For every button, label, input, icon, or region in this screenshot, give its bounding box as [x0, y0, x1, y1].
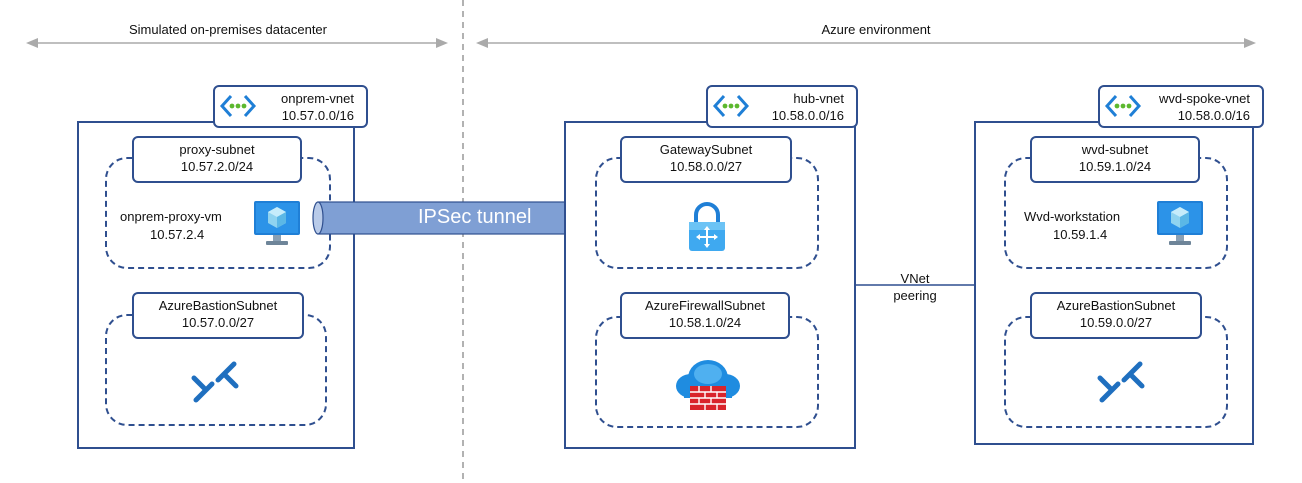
bastion-icon	[190, 358, 240, 411]
azure-region-label: Azure environment	[821, 22, 931, 37]
azure-span-arrow	[476, 38, 1256, 48]
wvd-workstation-name: Wvd-workstation	[1024, 209, 1121, 224]
virtual-machine-icon	[252, 199, 302, 254]
vnet-icon	[219, 93, 257, 123]
onprem-region-label: Simulated on-premises datacenter	[129, 22, 327, 37]
vnet-icon	[712, 93, 750, 123]
onprem-proxy-vm-name: onprem-proxy-vm	[120, 209, 222, 224]
onprem-bastion-subnet-tag: AzureBastionSubnet 10.57.0.0/27	[132, 292, 304, 339]
spoke-vnet-name: wvd-spoke-vnet	[1158, 91, 1250, 106]
onprem-vnet-cidr: 10.57.0.0/16	[281, 108, 354, 123]
firewall-icon	[674, 352, 742, 417]
bastion-icon	[1096, 358, 1146, 411]
hub-vnet-tag: hub-vnet 10.58.0.0/16	[706, 85, 858, 128]
onprem-proxy-vm-ip: 10.57.2.4	[150, 227, 205, 242]
vpn-gateway-icon	[686, 201, 728, 258]
virtual-machine-icon	[1155, 199, 1205, 254]
proxy-subnet-tag: proxy-subnet 10.57.2.0/24	[132, 136, 302, 183]
spoke-vnet-tag: wvd-spoke-vnet 10.58.0.0/16	[1098, 85, 1264, 128]
vnet-icon	[1104, 93, 1142, 123]
spoke-bastion-subnet-name: AzureBastionSubnet	[1056, 298, 1176, 313]
firewall-subnet-name: AzureFirewallSubnet	[645, 298, 765, 313]
onprem-vnet-tag: onprem-vnet 10.57.0.0/16	[213, 85, 368, 128]
proxy-subnet-name: proxy-subnet	[179, 142, 255, 157]
proxy-subnet-cidr: 10.57.2.0/24	[180, 159, 254, 174]
spoke-vnet-cidr: 10.58.0.0/16	[1177, 108, 1250, 123]
gateway-subnet-tag: GatewaySubnet 10.58.0.0/27	[620, 136, 792, 183]
hub-vnet-name: hub-vnet	[793, 91, 844, 106]
firewall-subnet-tag: AzureFirewallSubnet 10.58.1.0/24	[620, 292, 790, 339]
spoke-bastion-subnet-cidr: 10.59.0.0/27	[1079, 315, 1153, 330]
firewall-subnet-cidr: 10.58.1.0/24	[668, 315, 742, 330]
hub-vnet-cidr: 10.58.0.0/16	[771, 108, 844, 123]
onprem-bastion-subnet-cidr: 10.57.0.0/27	[181, 315, 255, 330]
onprem-vnet-name: onprem-vnet	[281, 91, 354, 106]
wvd-subnet-name: wvd-subnet	[1081, 142, 1149, 157]
wvd-subnet-tag: wvd-subnet 10.59.1.0/24	[1030, 136, 1200, 183]
onprem-span-arrow	[26, 38, 448, 48]
spoke-bastion-subnet-tag: AzureBastionSubnet 10.59.0.0/27	[1030, 292, 1202, 339]
wvd-workstation-ip: 10.59.1.4	[1053, 227, 1108, 242]
ipsec-tunnel-label: IPSec tunnel	[418, 206, 532, 228]
onprem-bastion-subnet-name: AzureBastionSubnet	[158, 298, 278, 313]
vnet-peering-label: VNet peering	[893, 271, 937, 303]
gateway-subnet-name: GatewaySubnet	[659, 142, 753, 157]
wvd-subnet-cidr: 10.59.1.0/24	[1078, 159, 1152, 174]
gateway-subnet-cidr: 10.58.0.0/27	[669, 159, 743, 174]
